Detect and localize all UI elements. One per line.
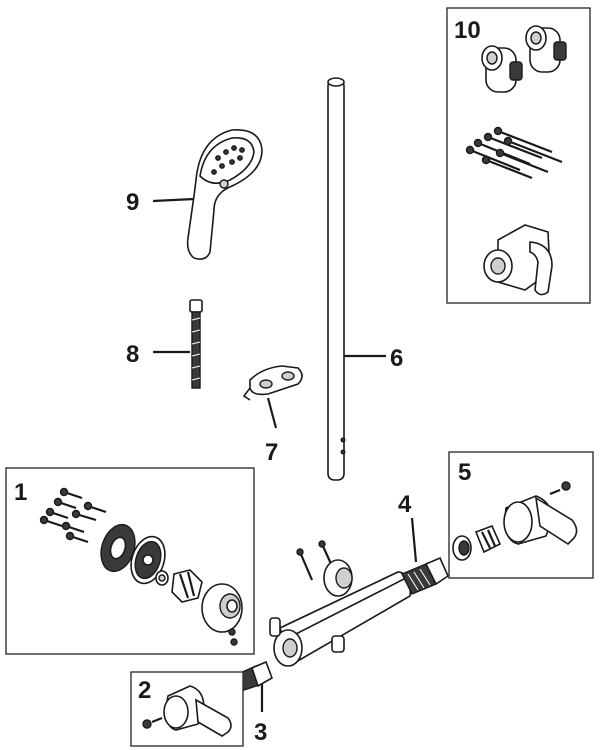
part-5-label: 5 bbox=[458, 459, 471, 486]
part-2-kit: 2 bbox=[130, 671, 244, 747]
part-6-rail-tube bbox=[327, 79, 345, 481]
part-1-mounting-plate bbox=[100, 523, 166, 585]
part-2-label: 2 bbox=[138, 677, 151, 704]
part-7-holder: 7 bbox=[242, 365, 303, 466]
part-1-kit: 1 bbox=[5, 467, 255, 655]
part-10-screws bbox=[465, 126, 563, 180]
part-10-label: 10 bbox=[454, 17, 481, 44]
part-6-label: 6 bbox=[390, 345, 403, 372]
part-7-label: 7 bbox=[265, 439, 278, 466]
part-1-escutcheon bbox=[201, 583, 243, 646]
part-4-label: 4 bbox=[398, 491, 412, 518]
part-5-adapter bbox=[474, 524, 502, 554]
part-9-label: 9 bbox=[126, 189, 139, 216]
part-8-hose: 8 bbox=[126, 299, 203, 389]
part-3-spindle: 3 bbox=[237, 660, 273, 746]
part-6-rail: 6 bbox=[327, 77, 403, 481]
part-4-connector: 4 bbox=[398, 491, 450, 595]
part-1-label: 1 bbox=[14, 479, 27, 506]
thermostat-mixer-body bbox=[269, 571, 412, 667]
part-5-nut bbox=[452, 535, 472, 561]
part-3-label: 3 bbox=[254, 719, 267, 746]
part-10-slider bbox=[483, 224, 553, 296]
part-10-holder-right bbox=[525, 25, 567, 73]
part-2-handle bbox=[142, 685, 232, 737]
part-5-handle bbox=[503, 481, 578, 546]
part-10-kit: 10 bbox=[446, 7, 591, 304]
wall-bracket bbox=[296, 540, 353, 597]
part-5-kit: 5 bbox=[448, 451, 594, 579]
part-1-screws bbox=[39, 487, 107, 544]
part-8-label: 8 bbox=[126, 341, 139, 368]
part-9-hand-shower: 9 bbox=[126, 129, 263, 260]
part-1-eccentric bbox=[155, 569, 203, 603]
part-10-holder-left bbox=[481, 45, 523, 93]
